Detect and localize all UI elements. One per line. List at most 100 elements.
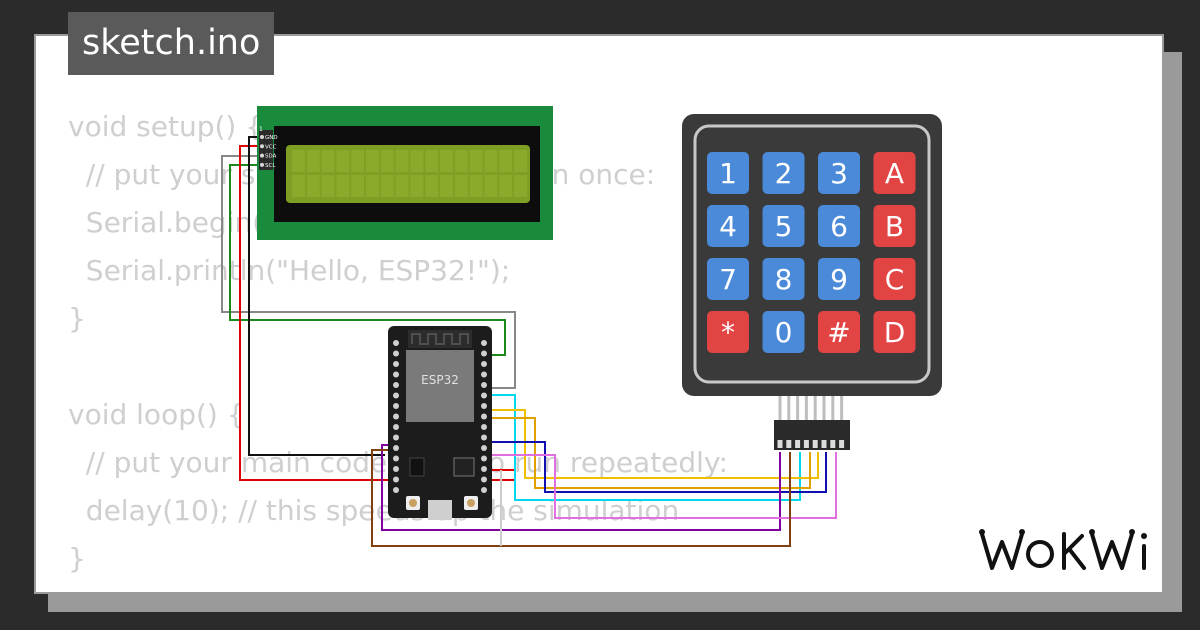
keypad-key-label: 6 (830, 210, 848, 243)
lcd-cell (380, 150, 394, 172)
esp32-pin (393, 350, 399, 357)
code-line: } (68, 302, 86, 335)
code-line: } (68, 542, 86, 575)
wire-pink (488, 452, 837, 519)
esp32-pin (481, 392, 487, 399)
lcd-pin-label: VCC (265, 144, 277, 150)
lcd-cell (410, 175, 424, 197)
lcd-cell (306, 175, 320, 197)
lcd-character-cells (292, 150, 527, 197)
lcd-cell (380, 175, 394, 197)
wire-green-lcd-sda (229, 164, 506, 356)
keypad-key-label: D (884, 316, 906, 349)
lcd-cell (425, 150, 439, 172)
keypad-key[interactable]: 1 (707, 152, 749, 194)
lcd-cell (499, 150, 513, 172)
esp32-pin (393, 487, 399, 493)
keypad-key-label: * (721, 316, 735, 349)
keypad-key-label: B (885, 210, 904, 243)
wire-orange (488, 417, 811, 489)
keypad-key[interactable]: * (707, 311, 749, 353)
file-title[interactable]: sketch.ino (68, 12, 275, 75)
wires (221, 136, 837, 547)
keypad-key[interactable]: 5 (762, 205, 805, 247)
keypad-key[interactable]: A (873, 152, 916, 194)
keypad-key[interactable]: B (873, 205, 916, 247)
keypad-key[interactable]: 2 (762, 152, 805, 194)
esp32-pin (481, 476, 487, 483)
lcd-pin-dot (260, 135, 264, 139)
esp32-pin (393, 466, 399, 472)
lcd-cell (469, 175, 483, 197)
keypad-key-label: 5 (775, 210, 793, 243)
esp32-pin (481, 361, 487, 367)
keypad-connector (774, 420, 850, 450)
lcd-cell (321, 175, 335, 197)
esp32-pin (393, 455, 399, 462)
esp32-pin (393, 382, 399, 388)
lcd-cell (514, 175, 527, 197)
esp32-pin (481, 413, 487, 420)
lcd-pin-dot (260, 162, 264, 167)
esp32-pin (393, 434, 399, 441)
lcd-cell (425, 175, 439, 197)
keypad-pin (822, 396, 826, 420)
wire-cyan (488, 394, 801, 501)
keypad-key-label: 1 (719, 157, 737, 190)
lcd-cell (395, 175, 409, 197)
lcd-cell (514, 150, 527, 172)
lcd-cell (469, 150, 483, 172)
lcd-cell (306, 150, 320, 172)
lcd-cell (440, 150, 453, 172)
keypad-key[interactable]: 3 (818, 152, 860, 194)
lcd-cell (366, 175, 379, 197)
usb-port (428, 500, 452, 520)
keypad-key[interactable]: # (818, 311, 860, 353)
lcd-cell (454, 150, 468, 172)
lcd-cell (366, 150, 379, 172)
lcd-cell (484, 150, 498, 172)
esp32-pin (393, 340, 399, 346)
keypad-key[interactable]: 9 (818, 258, 860, 300)
esp32-pin (481, 371, 487, 378)
wire-black-lcd-gnd (248, 136, 385, 456)
esp32-pin (481, 445, 487, 451)
keypad-key[interactable]: 8 (762, 258, 805, 300)
keypad-key[interactable]: 7 (707, 258, 749, 300)
esp32-pin (481, 403, 487, 409)
keypad-pin (787, 396, 791, 420)
esp32-pin (481, 434, 487, 441)
keypad-key-label: 4 (719, 210, 737, 243)
keypad-key[interactable]: C (873, 258, 916, 300)
lcd-cell (336, 150, 350, 172)
wire-purple (381, 444, 781, 531)
lcd-cell (292, 150, 305, 172)
keypad-key-label: 0 (775, 316, 793, 349)
keypad-key-label: # (827, 316, 850, 349)
keypad-key[interactable]: 4 (707, 205, 749, 247)
lcd-cell (484, 175, 498, 197)
keypad-key[interactable]: 0 (762, 311, 805, 353)
esp32-pin (393, 361, 399, 367)
esp32-board[interactable]: ESP32 (388, 326, 492, 520)
wire-gray-lcd-scl (221, 155, 516, 389)
esp32-pin (393, 445, 399, 451)
wire-brown (371, 449, 791, 547)
keypad-pin (778, 396, 782, 420)
wire-red-lcd-vcc (239, 145, 516, 481)
esp32-pin (481, 466, 487, 472)
esp32-label: ESP32 (421, 373, 459, 387)
lcd-pin-number: 1 (259, 126, 263, 133)
keypad-pin (796, 396, 800, 420)
keypad-key[interactable]: 6 (818, 205, 860, 247)
keypad-pin (831, 396, 835, 420)
esp32-pin (481, 487, 487, 493)
wokwi-logo (979, 529, 1147, 570)
esp32-pin (393, 371, 399, 378)
lcd-cell (321, 150, 335, 172)
keypad-key[interactable]: D (873, 311, 916, 353)
